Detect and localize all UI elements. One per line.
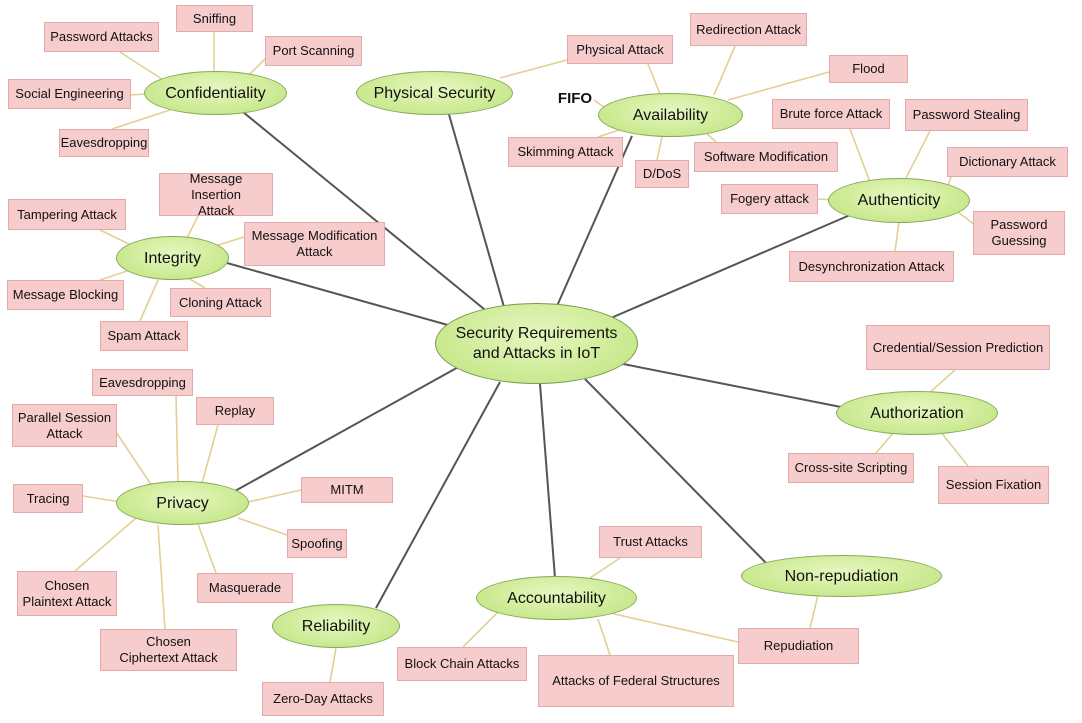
center-node: Security Requirements and Attacks in IoT: [435, 303, 638, 384]
requirement-reliability: Reliability: [272, 604, 400, 648]
attack-eavesdropping-confidentiality: Eavesdropping: [59, 129, 149, 157]
attack-flood: Flood: [829, 55, 908, 83]
spoke-privacy: [234, 359, 472, 492]
attack-session-fixation: Session Fixation: [938, 466, 1049, 504]
attack-redirection-attack: Redirection Attack: [690, 13, 807, 46]
attack-fogery-attack: Fogery attack: [721, 184, 818, 214]
leaf-redirection: [713, 45, 736, 96]
leaf-masquerade: [197, 523, 217, 574]
leaf-credential-session: [927, 369, 956, 395]
requirement-authorization: Authorization: [836, 391, 998, 435]
attack-fifo: FIFO: [557, 90, 593, 107]
attack-sniffing: Sniffing: [176, 5, 253, 32]
attack-social-engineering: Social Engineering: [8, 79, 131, 109]
attack-chosen-plaintext: Chosen Plaintext Attack: [17, 571, 117, 616]
leaf-spoofing: [237, 517, 291, 537]
requirement-accountability: Accountability: [476, 576, 637, 620]
spoke-authorization: [612, 361, 847, 409]
attack-chosen-ciphertext: Chosen Ciphertext Attack: [100, 629, 237, 671]
leaf-message-blocking: [99, 269, 131, 281]
attack-credential-session-prediction: Credential/Session Prediction: [866, 325, 1050, 370]
attack-replay: Replay: [196, 397, 274, 425]
requirement-authenticity: Authenticity: [828, 178, 970, 223]
requirement-confidentiality: Confidentiality: [144, 71, 287, 115]
leaf-trust: [589, 557, 621, 579]
leaf-spam: [139, 279, 159, 322]
leaf-repudiation-acc: [609, 612, 739, 643]
attack-spam-attack: Spam Attack: [100, 321, 188, 351]
leaf-repudiation-nonrep: [809, 594, 819, 629]
leaf-replay: [201, 424, 219, 484]
attack-cross-site-scripting: Cross-site Scripting: [788, 453, 914, 483]
attack-cloning-attack: Cloning Attack: [170, 288, 271, 317]
attack-brute-force: Brute force Attack: [772, 99, 890, 129]
spoke-authenticity: [603, 211, 858, 322]
attack-port-scanning: Port Scanning: [265, 36, 362, 66]
attack-skimming-attack: Skimming Attack: [508, 137, 623, 167]
attack-federal-structures: Attacks of Federal Structures: [538, 655, 734, 707]
leaf-physical-attack: [499, 59, 568, 79]
leaf-desynchronization: [894, 221, 900, 252]
requirement-privacy: Privacy: [116, 481, 249, 525]
attack-password-stealing: Password Stealing: [905, 99, 1028, 131]
attack-tampering-attack: Tampering Attack: [8, 199, 126, 230]
attack-spoofing: Spoofing: [287, 529, 347, 558]
attack-message-blocking: Message Blocking: [7, 280, 124, 310]
requirement-physical-security: Physical Security: [356, 71, 513, 115]
spoke-accountability: [539, 383, 556, 579]
leaf-cross-site: [875, 431, 895, 454]
leaf-block-chain: [462, 607, 503, 648]
attack-mitm: MITM: [301, 477, 393, 503]
attack-software-modification: Software Modification: [694, 142, 838, 172]
attack-masquerade: Masquerade: [197, 573, 293, 603]
spoke-integrity: [226, 262, 463, 330]
attack-physical-attack: Physical Attack: [567, 35, 673, 64]
spoke-physical-security: [445, 103, 507, 315]
attack-parallel-session: Parallel Session Attack: [12, 404, 117, 447]
attack-ddos: D/DoS: [635, 160, 689, 188]
leaf-chosen-ciphertext: [157, 524, 166, 630]
requirement-availability: Availability: [598, 93, 743, 137]
leaf-federal-structures: [597, 618, 611, 656]
spoke-non-repudiation: [584, 378, 767, 564]
attack-dictionary-attack: Dictionary Attack: [947, 147, 1068, 177]
leaf-tracing: [82, 495, 121, 503]
leaf-eavesdropping-conf: [111, 109, 171, 130]
attack-message-modification: Message Modification Attack: [244, 222, 385, 266]
leaf-brute-force: [849, 128, 871, 183]
leaf-physical-to-availability: [647, 63, 661, 95]
leaf-chosen-plaintext: [74, 517, 137, 572]
leaf-eavesdropping-priv: [175, 395, 179, 483]
attack-message-insertion: Message Insertion Attack: [159, 171, 273, 218]
attack-zero-day: Zero-Day Attacks: [262, 682, 384, 716]
attack-desynchronization: Desynchronization Attack: [789, 251, 954, 282]
leaf-parallel-session: [115, 431, 153, 487]
leaf-mitm: [247, 489, 302, 503]
attack-tracing: Tracing: [13, 484, 83, 513]
leaf-password-guessing: [957, 211, 976, 226]
requirement-non-repudiation: Non-repudiation: [741, 555, 942, 597]
leaf-password-stealing: [905, 130, 931, 179]
leaf-cloning: [187, 277, 206, 289]
leaf-message-modification: [214, 236, 245, 247]
requirement-integrity: Integrity: [116, 236, 229, 280]
leaf-flood: [727, 71, 830, 101]
spoke-confidentiality: [242, 111, 496, 319]
leaf-ddos: [656, 136, 663, 161]
attack-password-guessing: Password Guessing: [973, 211, 1065, 255]
leaf-session-fixation: [939, 430, 969, 467]
attack-eavesdropping-privacy: Eavesdropping: [92, 369, 193, 396]
attack-password-attacks: Password Attacks: [44, 22, 159, 52]
attack-block-chain: Block Chain Attacks: [397, 647, 527, 681]
leaf-zero-day: [329, 647, 337, 683]
attack-trust-attacks: Trust Attacks: [599, 526, 702, 558]
attack-repudiation: Repudiation: [738, 628, 859, 664]
leaf-social-engineering: [130, 93, 146, 96]
spoke-reliability: [375, 381, 501, 609]
